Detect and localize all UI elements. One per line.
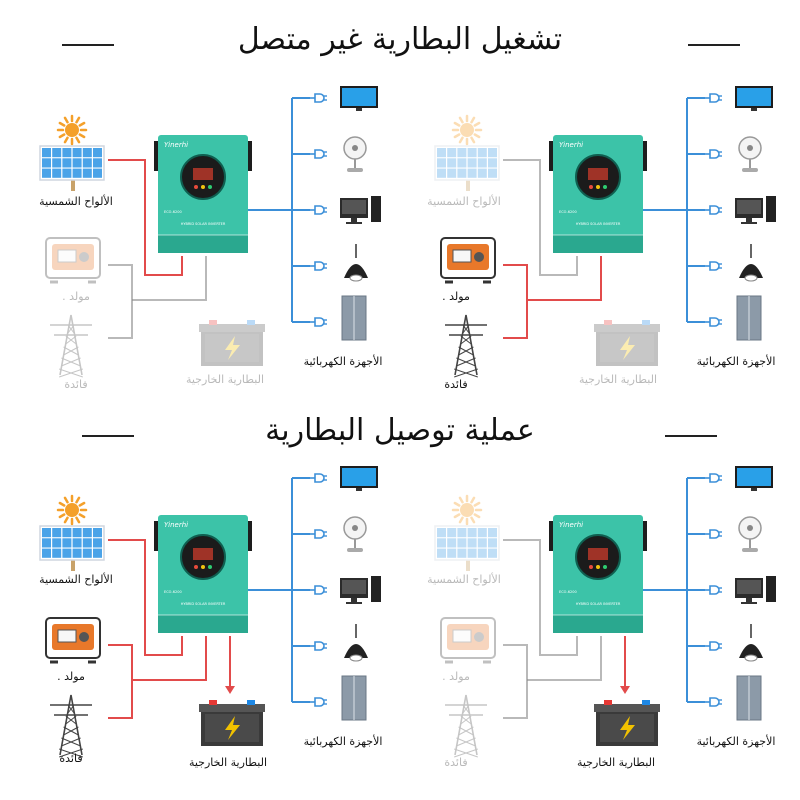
title-bottom-line-right (665, 435, 717, 437)
panel-2-computer-icon (340, 576, 381, 604)
panel-0-generator-icon (45, 237, 101, 284)
label-battery-2: البطارية الخارجية (188, 756, 268, 769)
panel-2-fan-icon (343, 516, 367, 552)
panel-1-appliances (686, 86, 776, 341)
panel-2-grid-tower-icon (50, 694, 92, 758)
panel-3-fridge-icon (736, 675, 762, 721)
panel-3-tv-icon (735, 466, 773, 491)
panel-3-appliances (686, 466, 776, 721)
panel-2-lamp-icon (344, 624, 368, 662)
label-appliances-1: الأجهزة الكهربائية (696, 355, 776, 368)
label-generator-0: مولد . (62, 290, 90, 303)
title-top: تشغيل البطارية غير متصل (237, 22, 563, 57)
panel-3-generator-icon (440, 617, 496, 664)
panel-2-solar-icon (39, 494, 105, 571)
panel-1-battery-icon (594, 320, 660, 366)
panel-1-generator-icon (440, 237, 496, 284)
label-solar-0: الألواح الشمسية (39, 195, 113, 208)
panel-0-solar-icon (39, 114, 105, 191)
label-grid-3: فائدة (444, 756, 468, 769)
panel-2-fridge-icon (341, 675, 367, 721)
panel-0-grid-tower-icon (50, 314, 92, 378)
label-battery-1: البطارية الخارجية (578, 373, 658, 386)
inverter-brand: Yinerhi (559, 141, 583, 149)
panel-3-grid-tower-icon (445, 694, 487, 758)
inverter-model: HYBRID SOLAR INVERTER (181, 222, 226, 226)
panel-3-lamp-icon (739, 624, 763, 662)
inverter-model: HYBRID SOLAR INVERTER (576, 222, 621, 226)
label-appliances-3: الأجهزة الكهربائية (696, 735, 776, 748)
panel-2-appliances (291, 466, 381, 721)
panel-1-fridge-icon (736, 295, 762, 341)
panel-2-generator-icon (45, 617, 101, 664)
panel-1-tv-icon (735, 86, 773, 111)
panel-1-grid-tower-icon (445, 314, 487, 378)
panel-0-tv-icon (340, 86, 378, 111)
panel-3-connection-lines (503, 539, 687, 719)
panel-2-tv-icon (340, 466, 378, 491)
panel-3-fan-icon (738, 516, 762, 552)
inverter-model: HYBRID SOLAR INVERTER (181, 602, 226, 606)
panel-0-computer-icon (340, 196, 381, 224)
label-solar-3: الألواح الشمسية (427, 573, 501, 586)
panel-3-computer-icon (735, 576, 776, 604)
panel-0-fridge-icon (341, 295, 367, 341)
panel-0-connection-lines (108, 159, 292, 339)
label-battery-3: البطارية الخارجية (576, 756, 656, 769)
label-battery-0: البطارية الخارجية (185, 373, 265, 386)
inverter-brand: Yinerhi (559, 521, 583, 529)
panel-3-battery-icon (594, 700, 660, 746)
panel-0-fan-icon (343, 136, 367, 172)
label-appliances-2: الأجهزة الكهربائية (303, 735, 383, 748)
label-grid-1: فائدة (444, 378, 468, 391)
panel-2-connection-lines (108, 539, 292, 719)
panel-2-battery-icon (199, 700, 265, 746)
label-solar-2: الألواح الشمسية (39, 573, 113, 586)
inverter-code: ECO-6200 (559, 590, 577, 594)
label-generator-1: مولد . (442, 290, 470, 303)
panel-1-solar-icon (434, 114, 500, 191)
inverter-code: ECO-6200 (559, 210, 577, 214)
panel-0-appliances (291, 86, 381, 341)
label-grid-2: فائدة (59, 752, 83, 765)
inverter-code: ECO-6200 (164, 210, 182, 214)
panel-1-fan-icon (738, 136, 762, 172)
inverter-brand: Yinerhi (164, 521, 188, 529)
label-generator-2: مولد . (57, 670, 85, 683)
title-bottom: عملية توصيل البطارية (265, 413, 535, 448)
inverter-model: HYBRID SOLAR INVERTER (576, 602, 621, 606)
inverter-code: ECO-6200 (164, 590, 182, 594)
label-solar-1: الألواح الشمسية (427, 195, 501, 208)
label-generator-3: مولد . (442, 670, 470, 683)
panel-1-lamp-icon (739, 244, 763, 282)
panel-1-connection-lines (503, 159, 687, 339)
title-bottom-line-left (82, 435, 134, 437)
panel-3-solar-icon (434, 494, 500, 571)
label-appliances-0: الأجهزة الكهربائية (303, 355, 383, 368)
label-grid-0: فائدة (64, 378, 88, 391)
panel-0-lamp-icon (344, 244, 368, 282)
panel-0-battery-icon (199, 320, 265, 366)
title-top-line-left (62, 44, 114, 46)
inverter-brand: Yinerhi (164, 141, 188, 149)
title-top-line-right (688, 44, 740, 46)
panel-1-computer-icon (735, 196, 776, 224)
